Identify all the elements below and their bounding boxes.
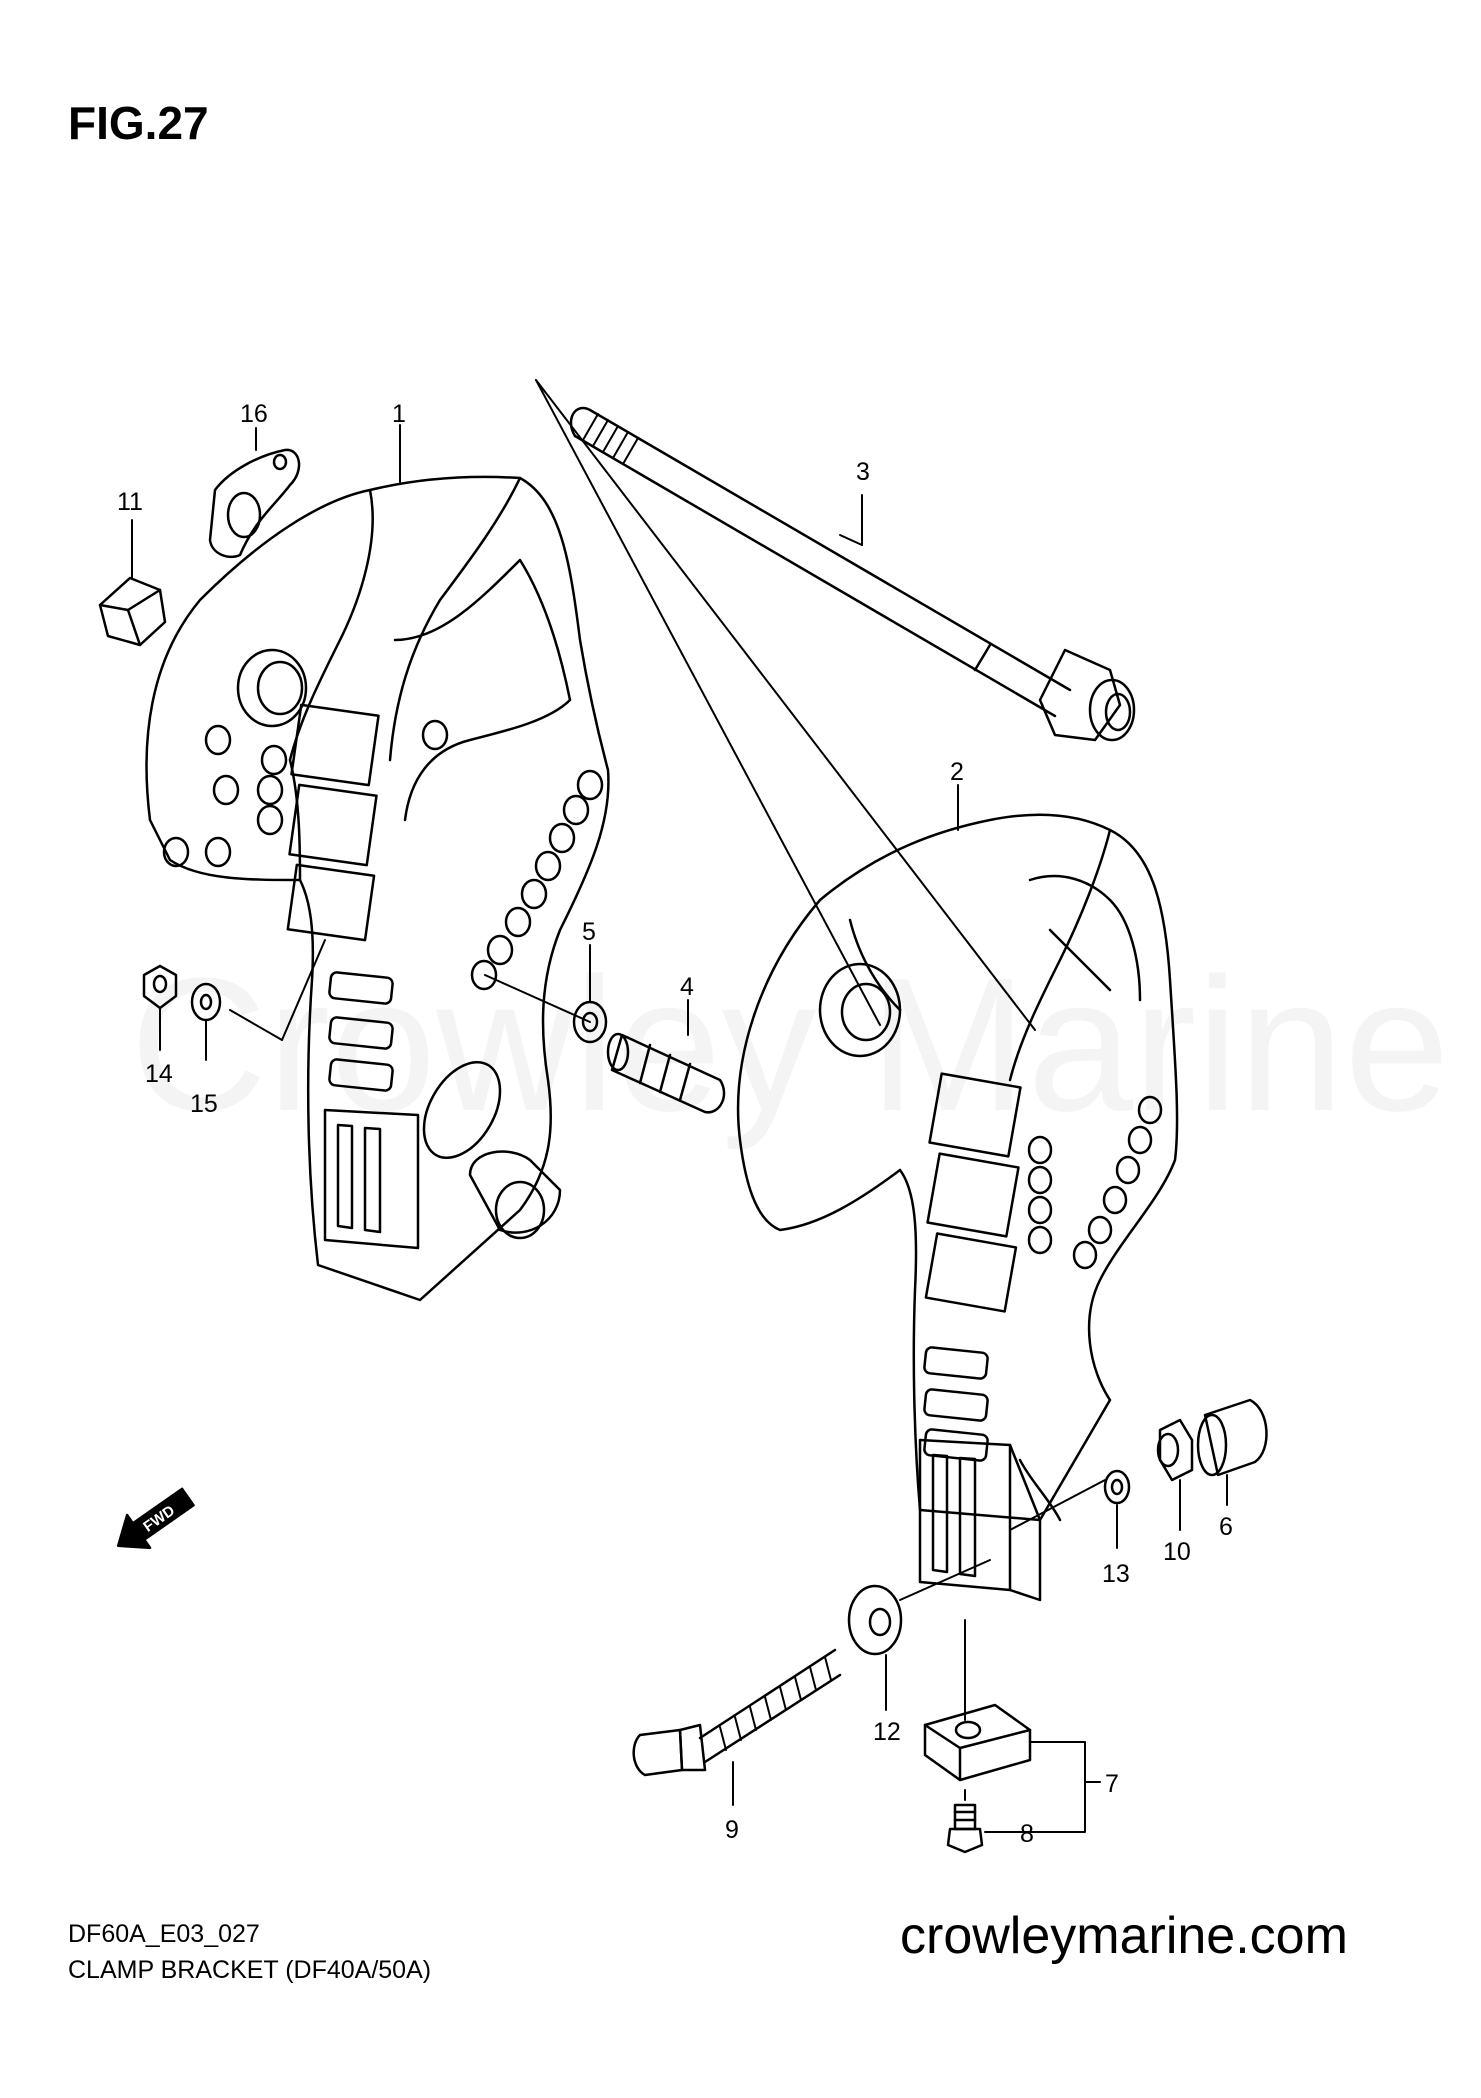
callout-2: 2 — [950, 758, 964, 786]
gasket-16 — [210, 450, 299, 557]
callout-5: 5 — [582, 918, 596, 946]
clamp-bracket-left — [147, 477, 609, 1300]
screw-8 — [948, 1805, 982, 1852]
callout-16: 16 — [240, 400, 268, 428]
callout-13: 13 — [1102, 1560, 1130, 1588]
watermark: Crowley Marine — [130, 939, 1450, 1151]
callout-15: 15 — [190, 1090, 218, 1118]
callout-9: 9 — [725, 1816, 739, 1844]
document-code: DF60A_E03_027 — [68, 1920, 260, 1948]
callout-11: 11 — [117, 488, 143, 516]
callout-6: 6 — [1219, 1513, 1233, 1541]
callout-8: 8 — [1020, 1820, 1034, 1848]
site-url[interactable]: crowleymarine.com — [900, 1907, 1348, 1965]
clamp-bracket-right — [738, 815, 1177, 1600]
fwd-arrow-icon: FWD — [116, 1487, 195, 1550]
clamp-pad-upper — [288, 705, 379, 940]
callout-14: 14 — [145, 1060, 173, 1088]
figure-title: FIG.27 — [68, 97, 209, 149]
nut-11 — [100, 578, 165, 645]
pad-7 — [925, 1705, 1030, 1780]
cap-6 — [1198, 1400, 1266, 1475]
bolt-9 — [634, 1650, 840, 1775]
callout-3: 3 — [856, 458, 870, 486]
stopper-pin — [608, 1034, 724, 1112]
callout-4: 4 — [680, 973, 694, 1001]
callout-labels: 1 2 3 4 5 6 7 8 9 10 11 12 13 14 15 16 — [117, 400, 1233, 1848]
callout-10: 10 — [1163, 1538, 1191, 1566]
nut-14 — [144, 966, 176, 1008]
callout-7: 7 — [1105, 1770, 1119, 1798]
washer-13 — [1105, 1471, 1129, 1503]
leader-lines — [131, 379, 1228, 1833]
washer-12 — [849, 1586, 901, 1654]
callout-1: 1 — [392, 400, 406, 428]
clamp-bolt-long — [571, 408, 1134, 740]
callout-12: 12 — [873, 1718, 901, 1746]
nut-10 — [1158, 1420, 1192, 1480]
document-title: CLAMP BRACKET (DF40A/50A) — [68, 1956, 432, 1984]
